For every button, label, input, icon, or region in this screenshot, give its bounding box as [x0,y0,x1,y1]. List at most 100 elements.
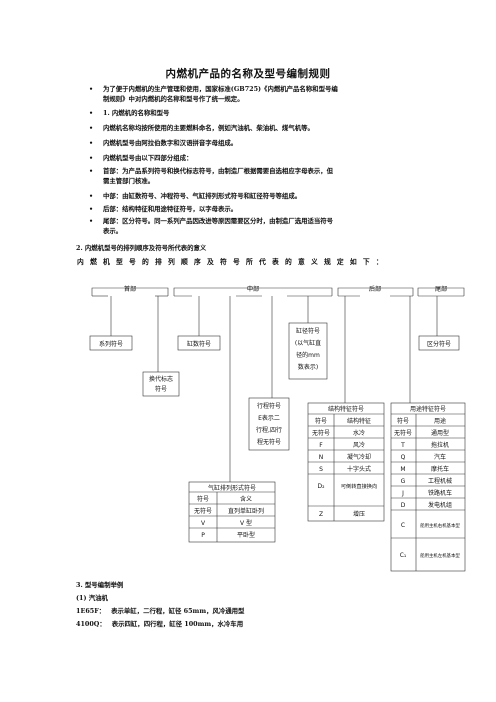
bullet-line: 首部：为产品系列符号和换代标志符号，由制造厂根据需要自选相应字母表示，但 [103,167,334,175]
table-cell: 风冷 [353,441,365,449]
table-cell: V [201,520,206,527]
bullet-marker: • [89,217,94,225]
bullet-line: 内燃机型号由以下四部分组成： [103,154,193,162]
bore-symbol-label: (以气缸直 [295,339,321,347]
table-cell: Z [319,511,323,518]
arrangement-table: 气缸排列形式符号 符号 含义 无符号 直列单缸卧列 V V 型 P 平卧型 [188,481,276,543]
table-cell: N [319,454,324,461]
structure-table-title: 结构特征符号 [328,405,364,413]
head-bracket [91,287,169,296]
bullet-line: 尾部：区分符号。同一系列产品因改进等原因需要区分时，由制造厂选用适当符号 [103,217,334,225]
table-cell: S [319,466,323,473]
table-cell: 铁路机车 [428,489,452,497]
group-label-middle: 中部 [247,285,259,293]
table-cell: 船用主机左机基本型 [420,552,460,559]
table-cell: 平卧型 [237,531,255,539]
bullet-marker: • [89,192,94,200]
table-cell: T [400,442,405,449]
table-cell: 可倒转直接换向 [341,482,377,490]
bullet-line: 表示。 [103,227,123,235]
table-header-cell: 符号 [197,495,209,503]
stroke-symbol-label: 行程符号 [257,402,281,410]
table-cell: C [401,522,405,529]
arrangement-table-title: 气缸排列形式符号 [208,484,256,492]
table-cell: Q [401,454,406,461]
bullet-line: 内燃机型号由阿拉伯数字和汉语拼音字母组成。 [103,139,238,147]
table-cell: 工程机械 [428,477,452,485]
cylinder-count-box [177,335,221,351]
table-cell: 发电机组 [428,501,452,509]
table-cell: 增压 [353,510,365,518]
table-cell: D [401,502,406,509]
usage-table-title: 用途特征符号 [410,405,446,413]
table-header-cell: 符号 [397,417,409,425]
table-cell: V 型 [240,519,252,527]
series-symbol-box [89,335,133,351]
table-header-cell: 符号 [315,417,327,425]
table-cell: 直列单缸卧列 [228,507,264,515]
usage-table: 用途特征符号 符号 用途 无符号 通用型 T 拖拉机 Q 汽车 M 摩托车 G … [390,402,466,572]
table-header-cell: 用途 [434,417,446,425]
stroke-symbol-label: 行程,四行 [256,426,282,434]
example-row: 1E65F：表示单缸，二行程，缸径 65mm，风冷通用型 [76,606,244,615]
bullet-line: 为了便于内燃机的生产管理和使用，国家标准(GB725)《内燃机产品名称和型号编 [103,85,338,93]
bullet-marker: • [89,124,94,132]
table-cell: 通用型 [431,429,449,437]
table-cell: C₁ [400,552,407,559]
example-row: 4100Q： 表示四缸，四行程，缸径 100mm，水冷车用 [76,619,243,628]
bullet-marker: • [89,205,94,213]
bullet-line: 后部：结构特征和用途特征符号，以字母表示。 [103,205,238,213]
table-cell: 汽车 [434,453,446,461]
distinguish-symbol-label: 区分符号 [427,340,451,348]
bullet-marker: • [89,154,94,162]
table-cell: G [401,478,406,485]
middle-bracket [173,287,333,296]
example-desc: 表示四缸，四行程，缸径 100mm，水冷车用 [111,620,244,628]
bullet-line: 制规则》中对内燃机的名称和型号作了统一规定。 [103,95,244,103]
distinguish-symbol-box [418,335,460,351]
series-symbol-label: 系列符号 [99,340,123,348]
replacement-symbol-label: 符号 [155,385,167,393]
bore-symbol-label: 缸径符号 [296,327,320,335]
table-cell: P [201,532,205,539]
section-3-heading: 3. 型号编制举例 [76,581,124,589]
bullet-marker: • [89,85,94,93]
bore-symbol-box [288,322,328,380]
table-cell: 无符号 [312,429,330,437]
bullet-line: 内燃机名称均按所使用的主要燃料命名，例如汽油机、柴油机、煤气机等。 [103,124,314,132]
table-header-cell: 结构特征 [347,417,371,425]
table-cell: 无符号 [394,429,412,437]
table-cell: 拖拉机 [431,441,449,449]
table-cell: 水冷 [353,429,365,437]
example-code: 4100Q： [76,620,106,628]
replacement-symbol-label: 换代标志 [149,375,173,383]
table-cell: 摩托车 [431,465,449,473]
bullet-marker: • [89,109,94,117]
table-header-cell: 含义 [240,495,252,503]
stroke-symbol-label: 程无符号 [257,438,281,446]
stroke-symbol-label: E表示二 [258,414,280,422]
table-cell: 无符号 [194,507,212,515]
table-cell: J [401,490,404,497]
document-title: 内燃机产品的名称及型号编制规则 [165,68,331,80]
table-cell: 凝气冷却 [347,453,371,461]
bullet-marker: • [89,167,94,175]
example-code: 1E65F： [76,607,106,615]
rear-bracket [337,287,414,296]
bullet-line: 需主管部门核准。 [103,177,155,185]
group-label-tail: 尾部 [435,285,447,293]
cylinder-count-label: 缸数符号 [187,340,211,348]
bullet-marker: • [89,139,94,147]
bullet-line: 中部：由缸数符号、冲程符号、气缸排列形式符号和缸径符号等组成。 [103,192,302,200]
bore-symbol-label: 数表示) [298,363,318,371]
group-label-head: 首部 [124,285,136,293]
section-2-intro: 内燃机型号的排列顺序及符号所代表的意义规定如下： [77,258,389,266]
bore-symbol-label: 径的mm [296,351,320,359]
replacement-symbol-box [142,371,180,397]
section-2-heading: 2. 内燃机型号的排列顺序及符号所代表的意义 [76,244,207,252]
table-cell: 十字头式 [347,465,371,473]
bullet-line: 1. 内燃机的名称和型号 [103,109,170,117]
group-label-rear: 后部 [369,285,381,293]
